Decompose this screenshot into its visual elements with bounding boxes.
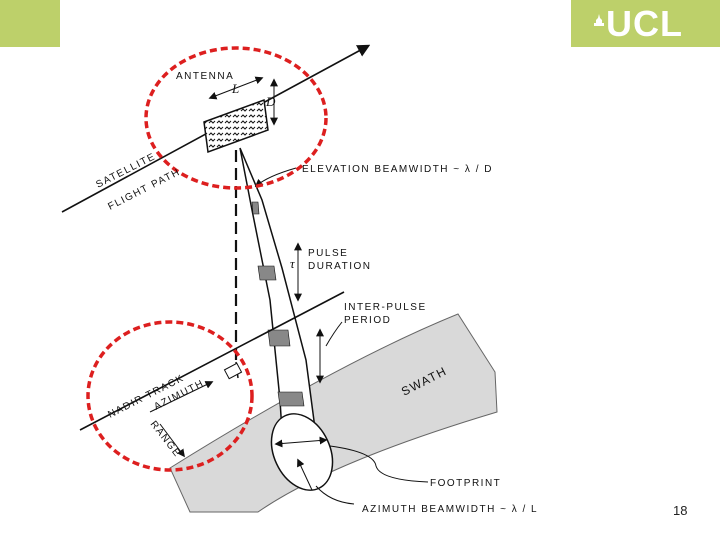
label-antenna: ANTENNA: [176, 71, 234, 82]
label-range: RANGE: [148, 419, 183, 460]
inter-pulse-leader: [325, 321, 343, 347]
label-tau-symbol: τ: [290, 256, 296, 271]
label-footprint: FOOTPRINT: [430, 478, 501, 489]
label-elevation-beamwidth: ELEVATION BEAMWIDTH ~ λ / D: [302, 164, 493, 175]
footprint-azimuth-arrow: [297, 458, 313, 491]
label-period: PERIOD: [344, 315, 391, 326]
header-accent-bar-left: [0, 0, 60, 47]
label-depth-symbol: D: [265, 94, 276, 109]
antenna-panel: [203, 98, 269, 154]
label-azimuth-beamwidth: AZIMUTH BEAMWIDTH ~ λ / L: [362, 504, 538, 515]
footprint-range-arrow: [274, 436, 328, 448]
pulse-band-2: [257, 265, 277, 281]
page-number: 18: [673, 503, 688, 518]
pulse-band-4: [277, 391, 305, 407]
ucl-logo-text: UCL: [606, 3, 683, 44]
label-inter-pulse: INTER-PULSE: [344, 302, 427, 313]
label-pulse: PULSE: [308, 248, 348, 259]
azimuth-arrow: [149, 381, 214, 413]
ucl-dome-icon: [594, 14, 604, 26]
highlight-circle-nadir: [86, 320, 254, 472]
label-duration: DURATION: [308, 261, 371, 272]
label-length-symbol: L: [231, 81, 239, 96]
azimuth-beamwidth-leader: [315, 485, 355, 505]
footprint-leader-line: [329, 445, 429, 483]
nadir-track-line: [79, 291, 345, 431]
highlight-circle-antenna: [144, 46, 328, 190]
pulse-band-3: [267, 329, 291, 347]
antenna-length-dimension: [208, 76, 264, 100]
range-arrow: [159, 423, 185, 458]
pulse-band-1: [251, 201, 260, 215]
ucl-logo: UCL: [592, 4, 683, 44]
